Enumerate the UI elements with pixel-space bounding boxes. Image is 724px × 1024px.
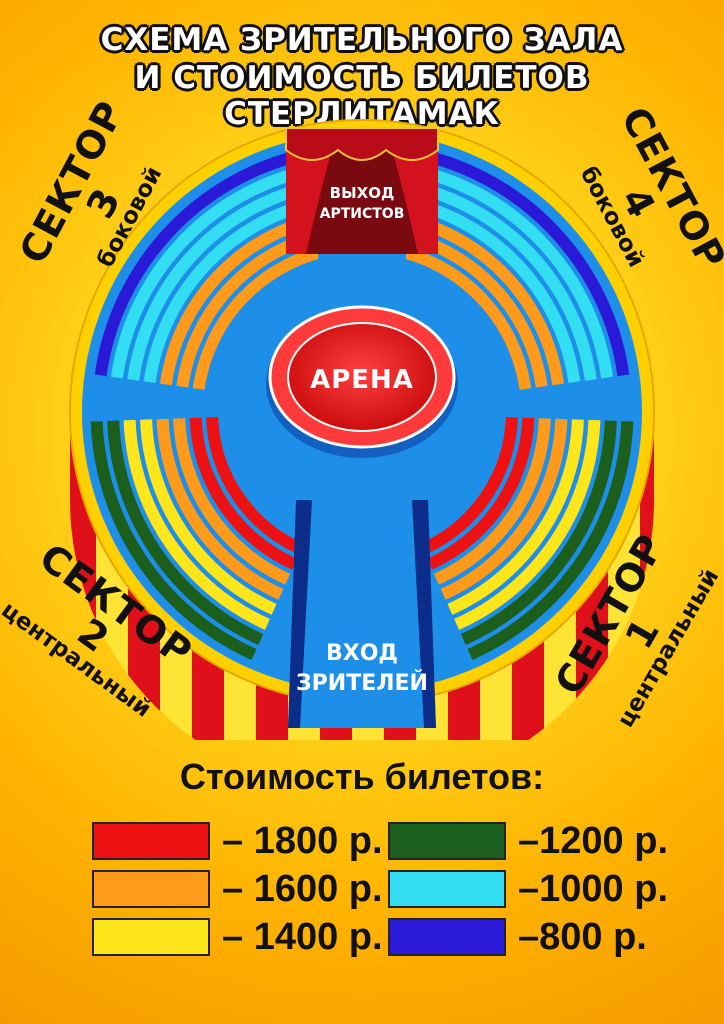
sector-2-row-8 bbox=[90, 421, 257, 660]
sector-4-row-1 bbox=[389, 243, 532, 390]
artist-exit-path bbox=[318, 254, 406, 294]
curtain-valance bbox=[285, 127, 439, 161]
page-title-line-1: СХЕМА ЗРИТЕЛЬНОГО ЗАЛА bbox=[100, 22, 624, 58]
sector-2-row-6 bbox=[123, 419, 270, 630]
sector-1-row-8 bbox=[467, 421, 634, 660]
sector-4-row-5 bbox=[401, 178, 597, 381]
legend-price: –1000 р. bbox=[518, 868, 668, 910]
curtain-left bbox=[286, 128, 338, 254]
sector-2-row-4 bbox=[156, 418, 284, 600]
sector-4-row-6 bbox=[403, 162, 614, 379]
legend-price: – 1800 р. bbox=[222, 820, 383, 862]
arena-core bbox=[287, 322, 437, 432]
seat-map: ВЫХОД АРТИСТОВ ВХОД ЗРИТЕЛЕЙ АРЕНА bbox=[69, 119, 655, 740]
sector-1-row-6 bbox=[454, 419, 601, 630]
sector-2-row-1 bbox=[206, 416, 304, 555]
page-title-line-2: И СТОИМОСТЬ БИЛЕТОВ СТЕРЛИТАМАК bbox=[134, 60, 590, 132]
sector-4-row-7 bbox=[406, 146, 630, 377]
entrance-corridor bbox=[288, 500, 436, 728]
legend-swatch-red bbox=[92, 822, 210, 860]
curtain-right bbox=[386, 128, 438, 254]
sector-1-row-2 bbox=[427, 417, 535, 570]
sector-3-row-5 bbox=[127, 178, 323, 381]
legend-price: –800 р. bbox=[518, 916, 647, 958]
entrance-label-1: ВХОД bbox=[326, 641, 398, 666]
sector-3-row-7 bbox=[94, 146, 318, 377]
entrance-shadow-right bbox=[412, 500, 436, 728]
sector-1-row-3 bbox=[433, 418, 551, 585]
entrance-label-2: ЗРИТЕЛЕЙ bbox=[296, 670, 428, 696]
sector-1-row-4 bbox=[440, 418, 568, 600]
sector-1-row-1 bbox=[420, 416, 518, 555]
legend-swatch-cyan bbox=[388, 870, 506, 908]
legend-swatch-orange bbox=[92, 870, 210, 908]
sector-2-row-3 bbox=[173, 418, 291, 585]
legend-price: –1200 р. bbox=[518, 820, 668, 862]
sector-3-row-1 bbox=[192, 243, 335, 390]
legend-title: Стоимость билетов: bbox=[179, 756, 545, 797]
legend-price: – 1600 р. bbox=[222, 868, 383, 910]
artist-exit-label-1: ВЫХОД bbox=[330, 184, 395, 202]
sector-3-row-6 bbox=[110, 162, 321, 379]
artist-exit-label-2: АРТИСТОВ bbox=[320, 206, 405, 222]
sector-1-row-5 bbox=[447, 419, 584, 615]
sector-2-row-5 bbox=[140, 419, 277, 615]
entrance-shadow-left bbox=[288, 500, 312, 728]
legend-swatch-blue bbox=[388, 918, 506, 956]
sector-1-row-7 bbox=[460, 420, 617, 645]
sector-2-row-2 bbox=[189, 417, 297, 570]
sector-2-row-7 bbox=[107, 420, 264, 645]
legend-swatch-green bbox=[388, 822, 506, 860]
arena-label: АРЕНА bbox=[310, 365, 414, 395]
legend-swatch-yellow bbox=[92, 918, 210, 956]
legend-price: – 1400 р. bbox=[222, 916, 383, 958]
